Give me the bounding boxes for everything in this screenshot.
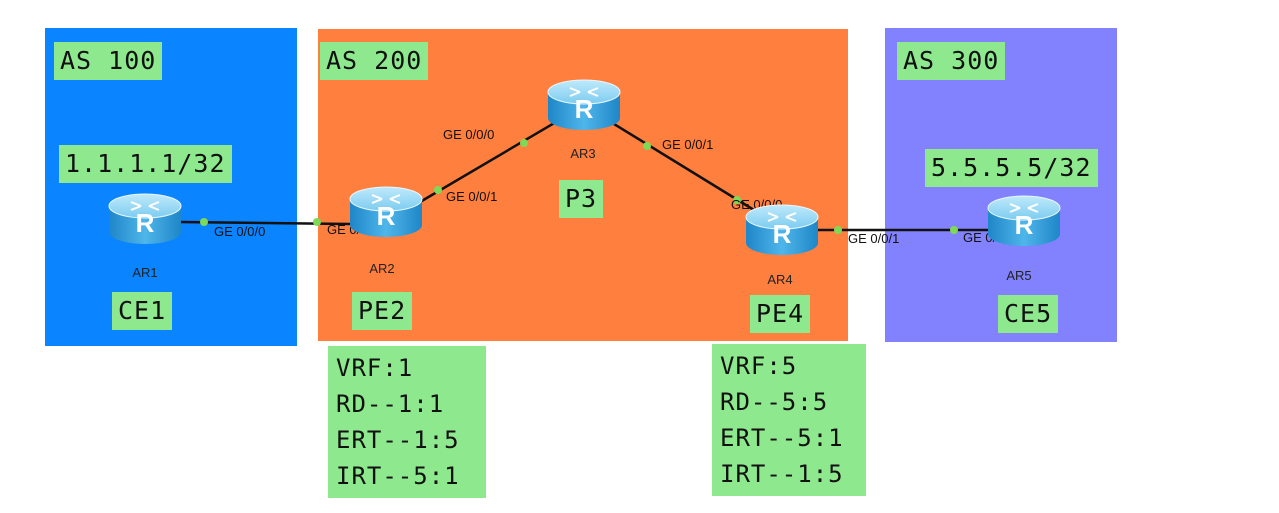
port-label-ar1-ge000: GE 0/0/0 — [214, 224, 265, 239]
role-label-pe2: PE2 — [352, 292, 413, 330]
vrf-line: ERT--1:5 — [336, 426, 460, 454]
link-ar2-ar3 — [419, 120, 557, 204]
router-name-ar3: AR3 — [570, 146, 595, 161]
as100-label: AS 100 — [54, 42, 163, 80]
port-label-ar3-ge000: GE 0/0/0 — [443, 127, 494, 142]
router-name-ar4: AR4 — [767, 272, 792, 287]
router-ar4-icon[interactable]: R — [745, 204, 819, 256]
prefix-ar1: 1.1.1.1/32 — [59, 145, 232, 183]
router-ar3-icon[interactable]: R — [547, 79, 621, 131]
link-ar3-ar4 — [613, 122, 755, 212]
port-dot — [434, 186, 442, 194]
vrf-line: IRT--5:1 — [336, 462, 460, 490]
router-glyph: R — [377, 201, 396, 231]
vrf-line: VRF:1 — [336, 354, 414, 382]
port-dot — [950, 226, 958, 234]
router-ar5-icon[interactable]: R — [987, 195, 1061, 247]
port-dot — [200, 218, 208, 226]
vrf-box-pe4: VRF:5 RD--5:5 ERT--5:1 IRT--1:5 — [712, 344, 866, 496]
port-dot — [643, 142, 651, 150]
port-label-ar4-ge001: GE 0/0/1 — [848, 231, 899, 246]
router-name-ar2: AR2 — [369, 261, 394, 276]
router-name-ar1: AR1 — [132, 265, 157, 280]
role-label-p3: P3 — [559, 180, 604, 218]
port-dot — [834, 226, 842, 234]
router-glyph: R — [773, 219, 792, 249]
vrf-line: IRT--1:5 — [720, 460, 844, 488]
as200-label: AS 200 — [320, 42, 429, 80]
link-ar1-ar2 — [179, 220, 351, 226]
vrf-line: RD--5:5 — [720, 388, 829, 416]
router-ar1-icon[interactable]: R — [108, 193, 182, 245]
router-ar2-icon[interactable]: R — [349, 186, 423, 238]
as300-label: AS 300 — [897, 42, 1006, 80]
port-dot — [313, 218, 321, 226]
prefix-ar5: 5.5.5.5/32 — [925, 149, 1098, 187]
vrf-line: ERT--5:1 — [720, 424, 844, 452]
vrf-line: RD--1:1 — [336, 390, 445, 418]
router-glyph: R — [1015, 210, 1034, 240]
vrf-line: VRF:5 — [720, 352, 798, 380]
role-label-ce5: CE5 — [998, 295, 1059, 333]
port-label-ar2-ge001: GE 0/0/1 — [446, 189, 497, 204]
vrf-box-pe2: VRF:1 RD--1:1 ERT--1:5 IRT--5:1 — [328, 346, 486, 498]
port-dot — [520, 139, 528, 147]
router-name-ar5: AR5 — [1006, 268, 1031, 283]
port-dot — [733, 196, 741, 204]
port-label-ar3-ge001: GE 0/0/1 — [662, 137, 713, 152]
router-glyph: R — [136, 208, 155, 238]
router-glyph: R — [575, 94, 594, 124]
role-label-ce1: CE1 — [112, 292, 173, 330]
role-label-pe4: PE4 — [750, 295, 811, 333]
